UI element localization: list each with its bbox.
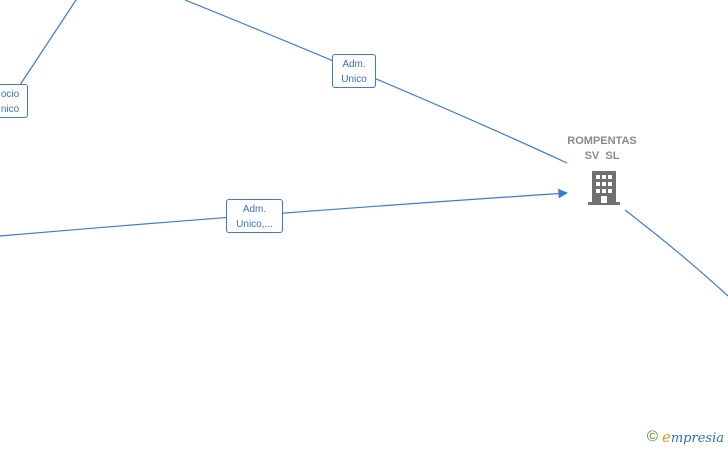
brand-footer: © empresia — [647, 428, 724, 446]
edge-label-adm-unico-more-line1: Adm. — [242, 204, 267, 215]
edge-label-adm-unico-line2: Unico — [341, 74, 367, 85]
edge-label-partial-line1: ocio — [0, 89, 20, 100]
edge-node-to-bottom-right — [624, 209, 728, 297]
edge-label-adm-unico-line1: Adm. — [342, 59, 366, 70]
edge-label-adm-unico-more[interactable]: Adm. Unico,... — [226, 199, 283, 233]
edge-top-left — [17, 0, 77, 89]
edge-label-partial-line2: nico — [0, 104, 20, 115]
building-icon[interactable] — [588, 169, 620, 205]
edge-label-adm-unico-more-line2: Unico,... — [236, 219, 273, 230]
brand-logo-initial: e — [661, 428, 671, 446]
edge-label-adm-unico[interactable]: Adm. Unico — [332, 54, 376, 88]
edge-label-partial[interactable]: ocio nico — [0, 84, 28, 118]
edge-top-to-node — [184, 0, 568, 164]
brand-logo[interactable]: empresia — [662, 428, 724, 446]
company-node-name-line1: ROMPENTAS — [567, 135, 637, 147]
edge-left-to-node — [0, 188, 568, 237]
company-node-name-line2: SV SL — [584, 150, 620, 162]
copyright-icon: © — [646, 428, 658, 445]
brand-logo-rest: mpresia — [670, 431, 724, 446]
company-node-name[interactable]: ROMPENTAS SV SL — [552, 134, 652, 164]
